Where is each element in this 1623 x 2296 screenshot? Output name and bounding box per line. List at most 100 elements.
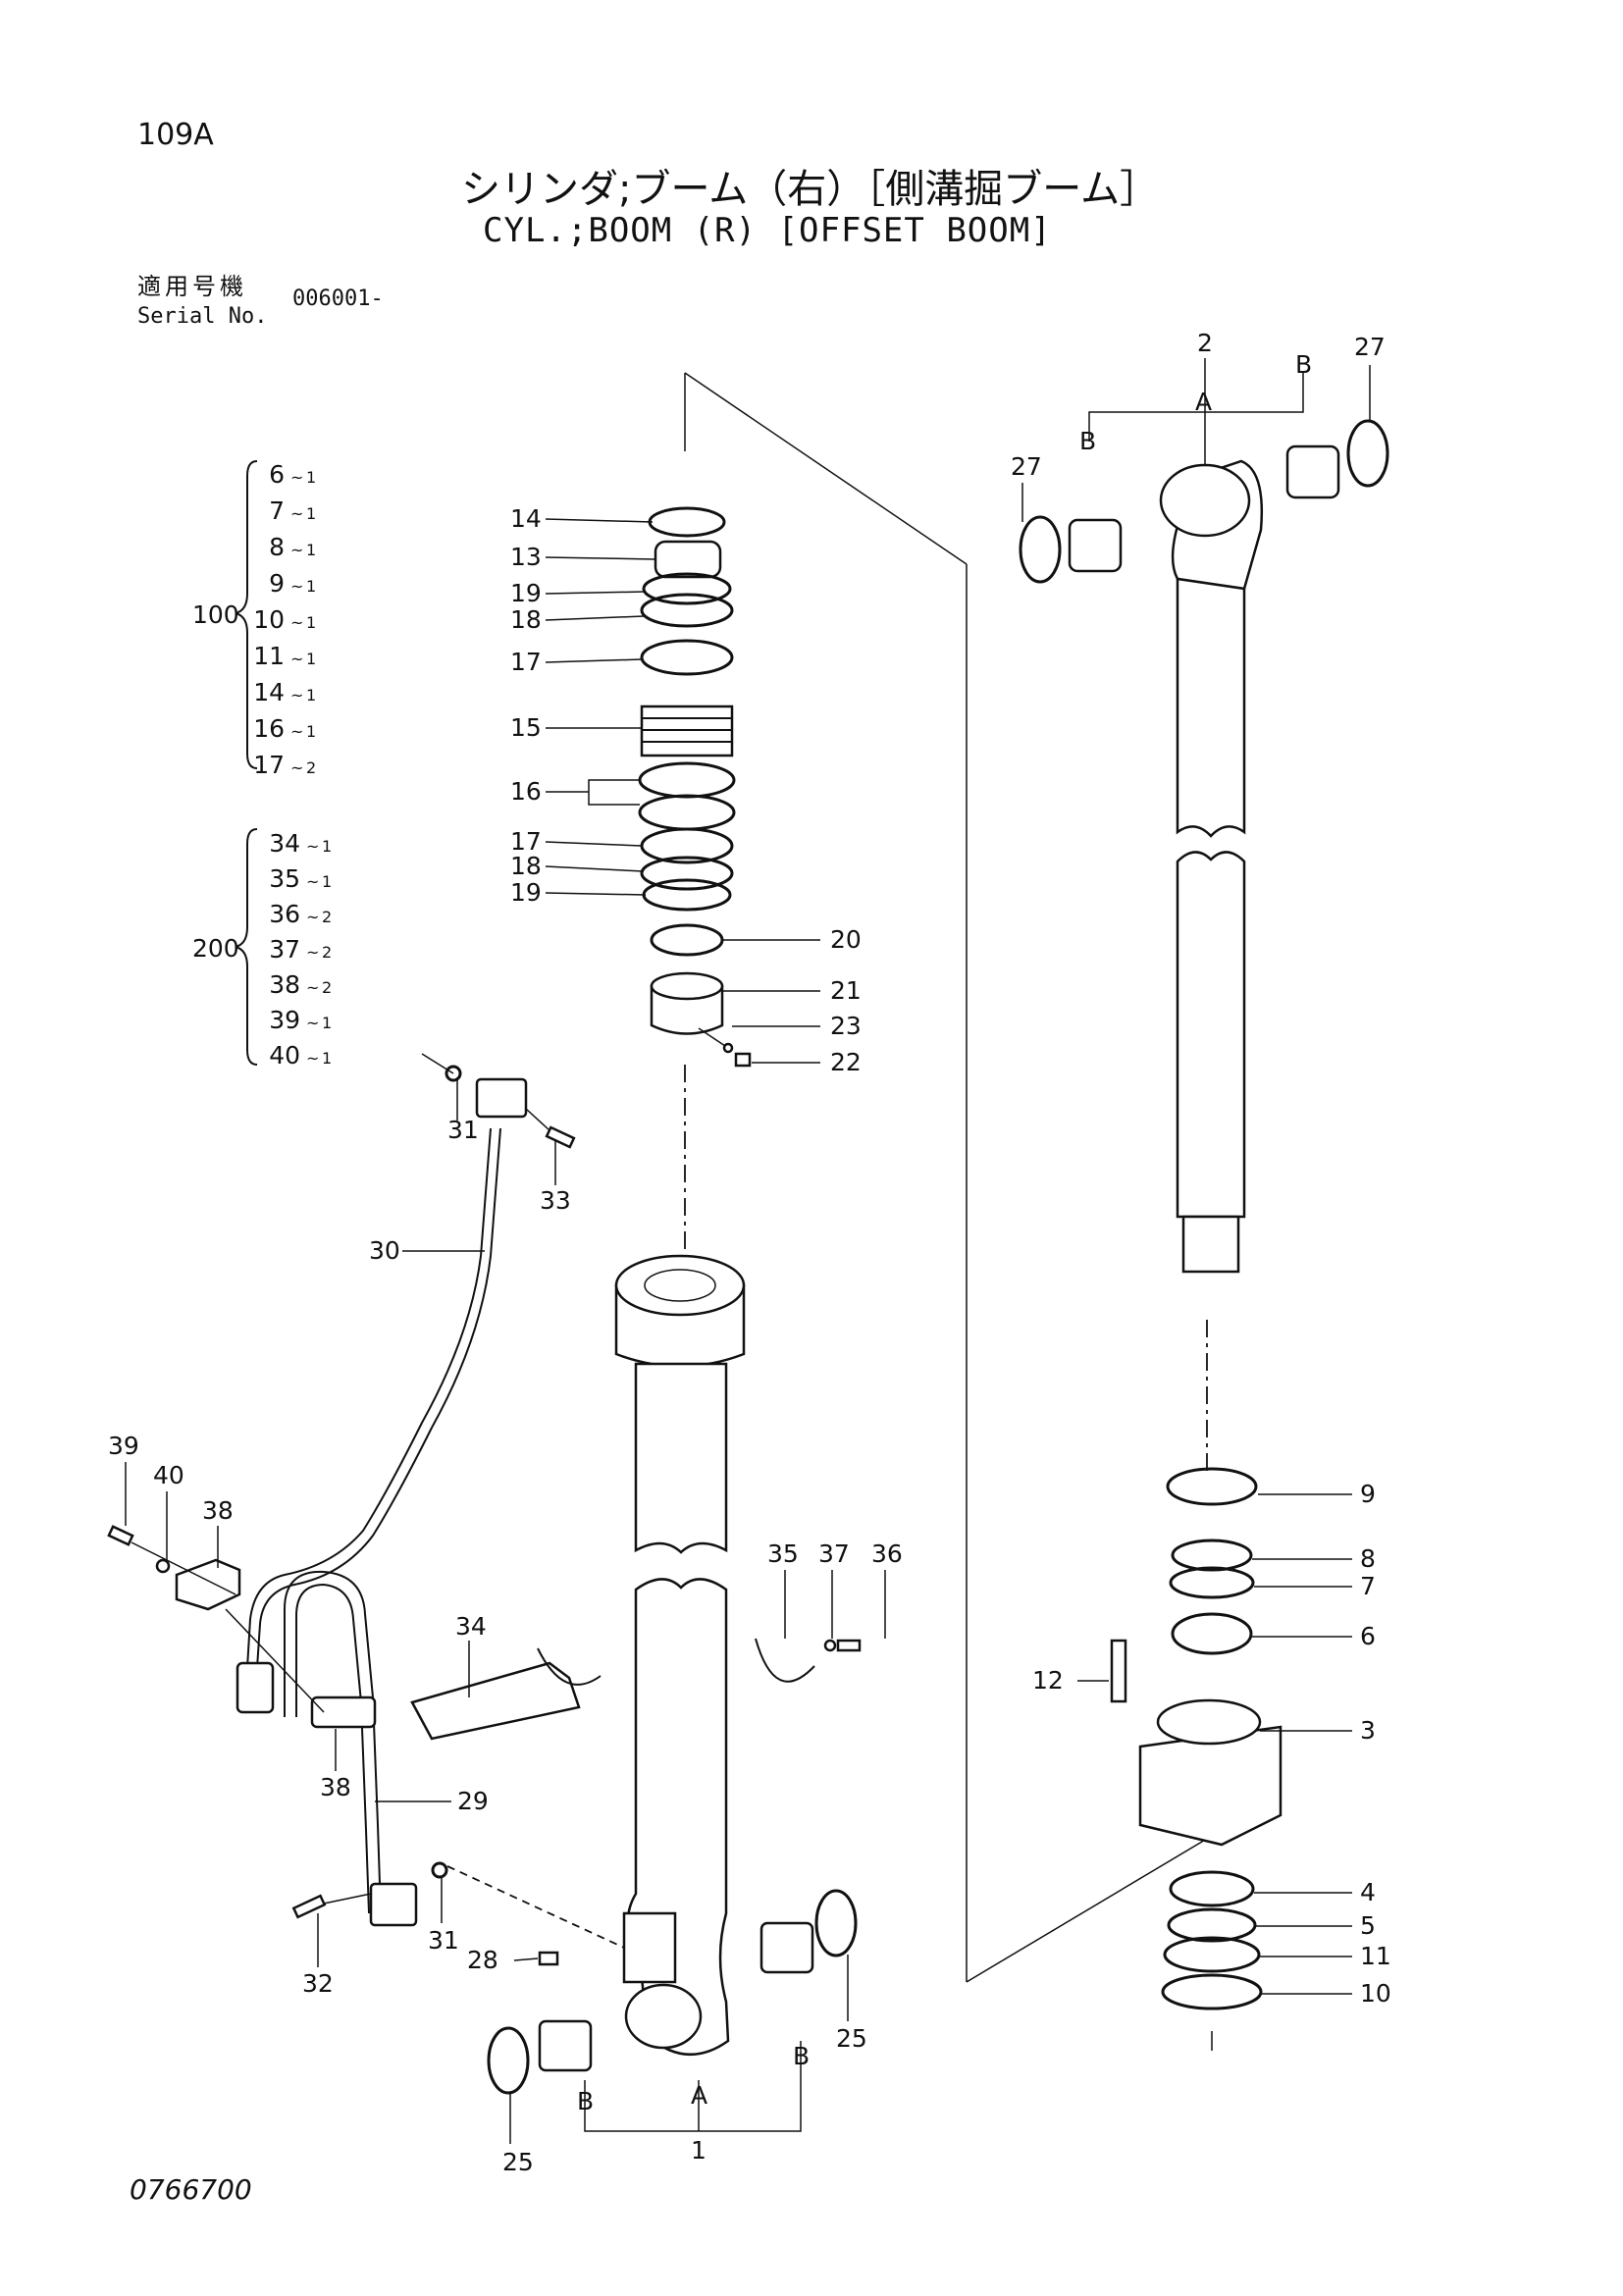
part-31-snap-ring [431,1861,448,1879]
assembly-axis [421,1053,454,1074]
part-16-ring [638,761,736,799]
kit-item-qty: 1 [306,468,316,487]
kit-item-qty: 1 [306,504,316,523]
callout-21: 21 [830,976,862,1005]
part-9-dust-seal [1166,1467,1258,1506]
kit-item-qty-sep: ~ [290,686,303,704]
tube-upper [634,1362,728,1554]
kit-item-part: 34 [269,829,300,858]
assembly-axis [525,1108,550,1131]
kit-item-part: 35 [269,864,300,893]
callout-34: 34 [455,1612,487,1641]
kit-item-part: 14 [253,678,285,706]
part-17-ring [640,639,734,676]
callout-4: 4 [1360,1878,1376,1906]
kit-item-qty: 2 [322,978,332,997]
kit-item-qty: 1 [322,1014,332,1032]
tube-head-bore [644,1269,716,1302]
part-33-bolt [545,1125,576,1149]
kit-item-part: 16 [253,714,285,743]
callout-27: 27 [1354,333,1386,361]
serial-label-japanese: 適用号機 [137,273,247,300]
kit-item-part: 10 [253,605,285,634]
leader-line [545,615,645,621]
callout-17: 17 [510,827,542,856]
part-20-ring [650,923,724,957]
kit-item-qty: 2 [322,908,332,926]
assembly-frame-lines [684,372,1223,2051]
part-35-band [755,1638,815,1683]
part-23-ball [722,1042,734,1054]
callout-B: B [793,2042,810,2070]
kit-item-qty-sep: ~ [306,908,319,926]
assembly-axis [323,1893,372,1905]
kit-item-part: 6 [269,460,285,489]
kit-item-qty-sep: ~ [290,758,303,777]
kit-item-part: 7 [269,496,285,525]
part-38-clamp [236,1661,275,1714]
callout-18: 18 [510,852,542,880]
callout-33: 33 [540,1186,571,1215]
serial-number-value: 006001- [292,287,384,311]
kit-item-part: 36 [269,900,300,928]
kit-item-qty-sep: ~ [290,468,303,487]
assembly-axis [225,1608,325,1713]
callout-B: B [577,2087,594,2115]
callout-12: 12 [1032,1666,1064,1695]
kit-item-part: 17 [253,751,285,779]
part-11-ring [1163,1936,1261,1973]
title-japanese: シリンダ;ブーム（右）［側溝掘ブーム］ [461,167,1160,212]
kit-item-part: 9 [269,569,285,598]
kit-200-items: 34~135~136~237~238~239~140~1 [269,829,332,1070]
part-3-rod-head-top [1156,1698,1262,1746]
callout-6: 6 [1360,1622,1376,1650]
pipes-and-brackets [107,1053,862,1949]
cylinder-tube [487,1254,858,2095]
part-29-pipe-edge [295,1583,370,1914]
rod-thread [1181,1215,1240,1274]
callout-29: 29 [457,1787,489,1815]
part-19-ring [642,572,732,605]
kit-item-qty: 1 [306,650,316,668]
setscrew-axis [698,1027,729,1049]
part-22-screw [734,1052,752,1068]
kit-item-part: 37 [269,935,300,964]
bracket-leader-2 [1088,373,1304,466]
leader-line [545,518,654,523]
bracket-leader-1 [584,2041,802,2132]
callout-B: B [1295,350,1312,379]
kit-item-qty: 1 [306,686,316,704]
callout-8: 8 [1360,1544,1376,1573]
piston-seal-stack [638,506,752,1068]
part-21-nut-top [650,971,724,1001]
rod-upper [1176,577,1246,838]
pipe-clamp-top [475,1077,528,1119]
part-32-bolt [291,1894,327,1919]
drawing-number: 0766700 [130,2173,252,2206]
kit-item-qty: 1 [306,722,316,741]
kit-100-group: 100 6~17~18~19~110~111~114~116~117~2 [192,460,316,779]
callout-17: 17 [510,648,542,676]
kit-item-qty-sep: ~ [290,613,303,632]
kit-item-qty: 1 [322,872,332,891]
part-38-clamp-lower [310,1696,377,1729]
part-40-washer [155,1558,171,1574]
rod-lower [1176,851,1246,1219]
part-30-pipe-edge [256,1127,501,1669]
part-31-snap-ring [445,1065,462,1082]
part-30-pipe [246,1127,492,1669]
callout-7: 7 [1360,1572,1376,1600]
callout-30: 30 [369,1236,400,1265]
rod-assembly [1019,419,1389,1274]
tube-head-top [614,1254,746,1317]
kit-brace [235,460,258,769]
kit-item-qty: 1 [322,1049,332,1068]
part-B-bushing-left [538,2019,593,2072]
callout-16: 16 [510,777,542,806]
kit-item-qty-sep: ~ [306,943,319,962]
kit-item-part: 39 [269,1006,300,1034]
callout-31: 31 [447,1116,479,1144]
page-number: 109A [137,118,214,152]
part-38-clamp-upper [175,1558,241,1611]
callout-2: 2 [1197,329,1213,357]
